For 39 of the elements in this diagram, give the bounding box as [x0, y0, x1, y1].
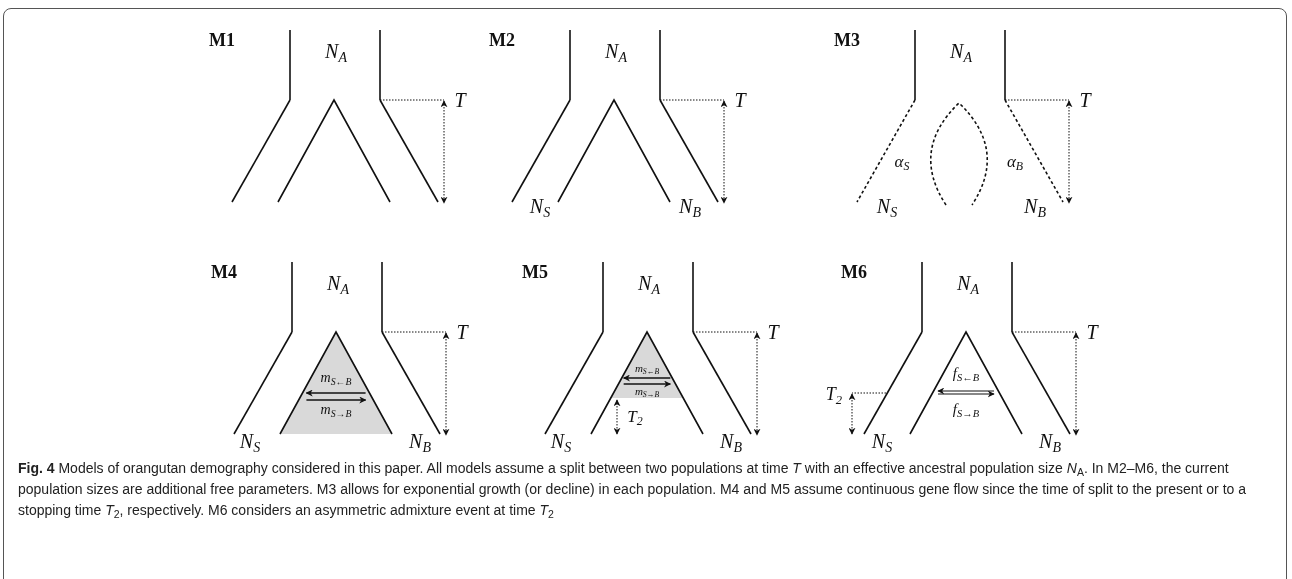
model-label: M6: [841, 263, 867, 281]
parameter-label: m$_{S←B}$: [634, 362, 660, 376]
parameter-label: N$_{S}$: [550, 430, 572, 456]
parameter-label: N$_{B}$: [409, 430, 431, 456]
parameter-label: N$_{B}$: [720, 430, 742, 456]
model-label: M2: [489, 31, 515, 49]
model-label: M4: [211, 263, 237, 281]
parameter-label: T: [1086, 322, 1098, 342]
parameter-label: m$_{S→B}$: [634, 385, 660, 399]
parameter-label: T: [454, 90, 466, 110]
parameter-label: T: [734, 90, 746, 110]
parameter-label: T: [1079, 90, 1091, 110]
figure-caption: Fig. 4 Models of orangutan demography considered in this paper. All models assume a split between two populations at time T with an effective ancestral population size N$_{A}$. In M2–M6, the current population sizes are additional free parameters. M3 allows for exponential growth (or decline) in each population. M4 and M5 assume continuous gene flow since the time of split to the present or to a stopping time T$_{2}$, respectively. M6 considers an asymmetric admixture event at time T$_{2}$: [18, 459, 1248, 521]
parameter-label: N$_{B}$: [679, 195, 701, 221]
parameter-label: α$_{S}$: [894, 152, 910, 174]
parameter-label: f$_{S←B}$: [952, 366, 980, 384]
parameter-label: α$_{B}$: [1006, 152, 1024, 174]
parameter-label: N$_{A}$: [957, 272, 979, 298]
parameter-label: T: [767, 322, 779, 342]
parameter-label: m$_{S→B}$: [320, 403, 352, 419]
parameter-label: N$_{S}$: [239, 430, 261, 456]
parameter-label: N$_{A}$: [327, 272, 349, 298]
parameter-label: N$_{S}$: [529, 195, 551, 221]
parameter-label: N$_{B}$: [1024, 195, 1046, 221]
parameter-label: N$_{S}$: [871, 430, 893, 456]
model-label: M1: [209, 31, 235, 49]
parameter-label: N$_{S}$: [876, 195, 898, 221]
model-label: M3: [834, 31, 860, 49]
parameter-label: N$_{A}$: [638, 272, 660, 298]
model-label: M5: [522, 263, 548, 281]
parameter-label: T: [456, 322, 468, 342]
parameter-label: f$_{S→B}$: [952, 402, 980, 420]
parameter-label: N$_{A}$: [325, 40, 347, 66]
parameter-label: N$_{A}$: [950, 40, 972, 66]
parameter-label: m$_{S←B}$: [320, 371, 352, 387]
parameter-label: N$_{A}$: [605, 40, 627, 66]
parameter-label: T$_{2}$: [627, 407, 643, 429]
parameter-label: T$_{2}$: [825, 385, 843, 407]
parameter-label: N$_{B}$: [1039, 430, 1061, 456]
